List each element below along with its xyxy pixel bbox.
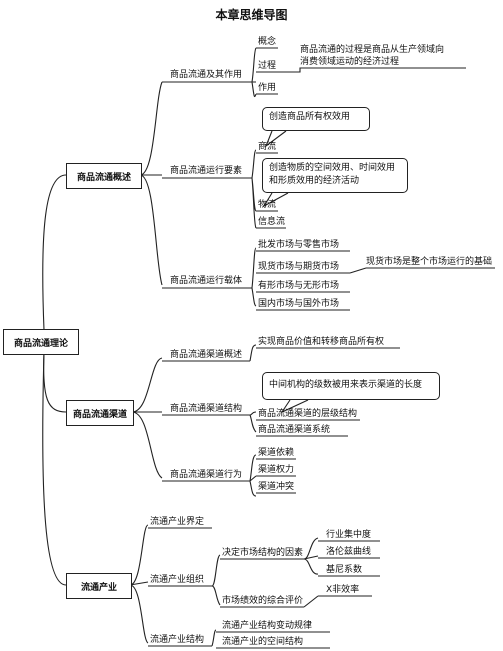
- root-connector-b1: [42, 174, 67, 331]
- b1-s2-bubble1-text: 创造商品所有权效用: [269, 112, 351, 122]
- b1-s1-label: 商品流通及其作用: [170, 70, 243, 80]
- b1-s3-note: 现货市场是整个市场运行的基础: [366, 257, 493, 267]
- b2-s1-label: 商品流通渠道概述: [170, 350, 243, 360]
- branch-node-b2: 商品流通渠道: [66, 400, 134, 426]
- b1-s3-item-0: 批发市场与零售市场: [258, 240, 340, 250]
- b2-s2-bubble: 中间机构的级数被用来表示渠道的长度: [262, 372, 440, 400]
- b2-s2-item-0: 商品流通渠道的层级结构: [258, 409, 358, 419]
- root-connector-b3: [42, 351, 67, 586]
- b1-s3-label: 商品流通运行载体: [170, 276, 243, 286]
- branch-node-b3: 流通产业: [66, 573, 132, 599]
- b2-s2-bubble-text: 中间机构的级数被用来表示渠道的长度: [269, 380, 423, 390]
- b2-s3-item-0: 渠道依赖: [258, 448, 295, 458]
- b1-s2-item-0: 商流: [258, 142, 277, 152]
- b1-s2-label: 商品流通运行要素: [170, 166, 243, 176]
- b3-s2-c1-item-1: 洛伦兹曲线: [326, 547, 372, 557]
- b1-s1-note-line2: 消费领域运动的经济过程: [300, 57, 400, 67]
- b3-s2-c2-label: 市场绩效的综合评价: [222, 596, 304, 606]
- b2-s2-label: 商品流通渠道结构: [170, 404, 243, 414]
- b3-s3-item-0: 流通产业结构变动规律: [222, 621, 313, 631]
- b2-s1-note: 实现商品价值和转移商品所有权: [258, 337, 385, 347]
- root-connector-b2: [43, 351, 67, 413]
- b1-s2-bubble2-line2: 和形质效用的经济活动: [269, 176, 360, 186]
- branch-node-b1: 商品流通概述: [66, 163, 142, 189]
- b2-connector: [131, 357, 163, 479]
- b3-s2-c1-label: 决定市场结构的因素: [222, 548, 304, 558]
- b1-s2-bubble1: 创造商品所有权效用: [262, 107, 370, 131]
- b1-s2-item-2: 信息流: [258, 217, 286, 227]
- b1-s2-bubble2: 创造物质的空间效用、时间效用 和形质效用的经济活动: [262, 158, 408, 193]
- root-node: 商品流通理论: [3, 329, 79, 355]
- b2-s2-item-1: 商品流通渠道系统: [258, 425, 331, 435]
- b1-s2-item-1: 物流: [258, 200, 277, 210]
- b3-s2-c1-item-2: 基尼系数: [326, 565, 363, 575]
- b3-s2-c2-item-0: X非效率: [326, 585, 360, 595]
- b3-connector: [129, 524, 149, 644]
- b1-s3-item-3: 国内市场与国外市场: [258, 299, 340, 309]
- b1-s1-item-2: 作用: [258, 83, 277, 93]
- b3-s3-label: 流通产业结构: [150, 635, 205, 645]
- b3-s1-label: 流通产业界定: [150, 517, 205, 527]
- b1-s3-item-1: 现货市场与期货市场: [258, 262, 340, 272]
- b1-s1-item-0: 概念: [258, 37, 277, 47]
- b1-s3-item-2: 有形市场与无形市场: [258, 281, 340, 291]
- b3-s2-c1-item-0: 行业集中度: [326, 530, 372, 540]
- b1-s2-bubble2-line1: 创造物质的空间效用、时间效用: [269, 163, 396, 173]
- b3-s2-label: 流通产业组织: [150, 575, 205, 585]
- page-title: 本章思维导图: [215, 8, 288, 22]
- b1-s1-note-line1: 商品流通的过程是商品从生产领域向: [300, 45, 445, 55]
- b1-connector: [139, 81, 163, 286]
- b2-s3-label: 商品流通渠道行为: [170, 470, 243, 480]
- b2-s3-item-1: 渠道权力: [258, 465, 295, 475]
- b3-s3-item-1: 流通产业的空间结构: [222, 637, 304, 647]
- b1-s1-item-1: 过程: [258, 61, 277, 71]
- b2-s3-item-2: 渠道冲突: [258, 482, 295, 492]
